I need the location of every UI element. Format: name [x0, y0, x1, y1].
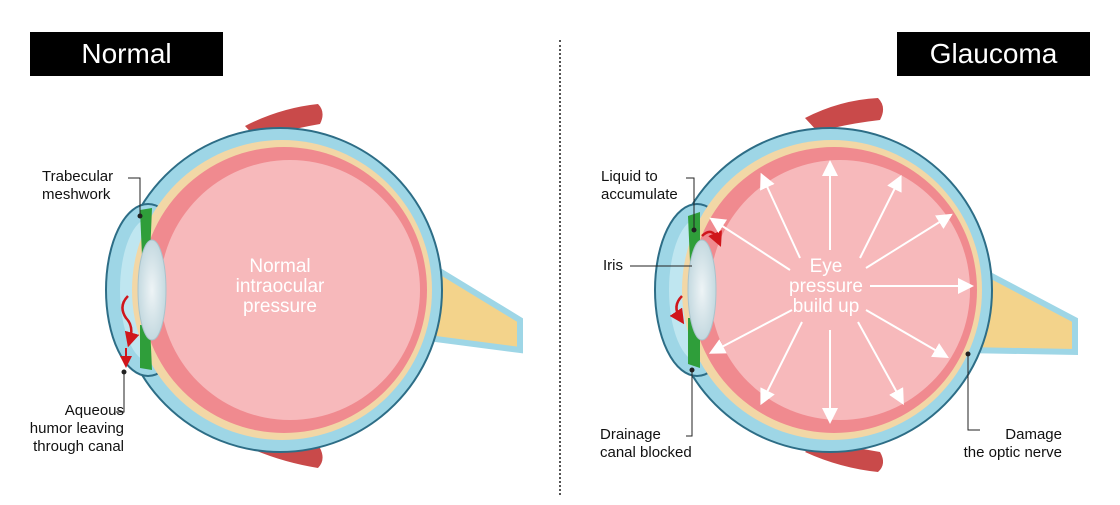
label-line: the optic nerve: [963, 444, 1062, 461]
glaucoma-center-line-2: pressure: [789, 276, 863, 297]
normal-center-line-3: pressure: [243, 296, 317, 317]
label-line: canal blocked: [600, 444, 692, 461]
lens: [137, 239, 167, 341]
label-trabecular-meshwork: Trabecular meshwork: [42, 168, 113, 204]
label-aqueous-humor: Aqueous humor leaving through canal: [20, 402, 124, 456]
label-line: Aqueous: [64, 402, 124, 419]
damage-leader: [967, 354, 980, 431]
pressure-arrows: [708, 160, 974, 424]
lens: [687, 239, 717, 341]
glaucoma-center-line-1: Eye: [810, 256, 843, 277]
label-line: Iris: [603, 257, 623, 274]
aqueous-flow-arrow: [121, 295, 140, 348]
glaucoma-center-line-3: build up: [793, 296, 860, 317]
normal-center-line-1: Normal: [249, 256, 310, 277]
eye-muscle-top: [805, 98, 884, 132]
label-line: meshwork: [42, 186, 111, 203]
trabecular-leader: [128, 177, 141, 216]
vitreous-body: [160, 160, 420, 420]
label-line: accumulate: [601, 186, 678, 203]
glaucoma-title: Glaucoma: [897, 32, 1090, 76]
label-liquid-accumulate: Liquid to accumulate: [601, 168, 678, 204]
vitreous-body: [710, 160, 970, 420]
label-line: humor leaving: [29, 420, 124, 437]
label-line: Trabecular: [42, 168, 114, 185]
divider-line: [559, 40, 561, 495]
normal-title: Normal: [30, 32, 223, 76]
label-line: Damage: [1005, 426, 1062, 443]
label-drainage-canal: Drainage canal blocked: [600, 426, 692, 462]
liquid-leader: [686, 177, 695, 230]
drainage-leader: [686, 370, 693, 437]
label-line: Liquid to: [601, 168, 658, 185]
normal-center-line-2: intraocular: [236, 276, 325, 297]
label-line: through canal: [33, 438, 124, 455]
normal-eye: Normal intraocular pressure: [105, 104, 523, 468]
label-iris: Iris: [603, 257, 623, 275]
glaucoma-eye: Eye pressure build up: [630, 98, 1078, 472]
aqueous-leader: [116, 372, 125, 413]
blocked-flow-arrow: [669, 295, 685, 325]
label-damage-optic-nerve: Damage the optic nerve: [930, 426, 1062, 462]
label-line: Drainage: [600, 426, 661, 443]
